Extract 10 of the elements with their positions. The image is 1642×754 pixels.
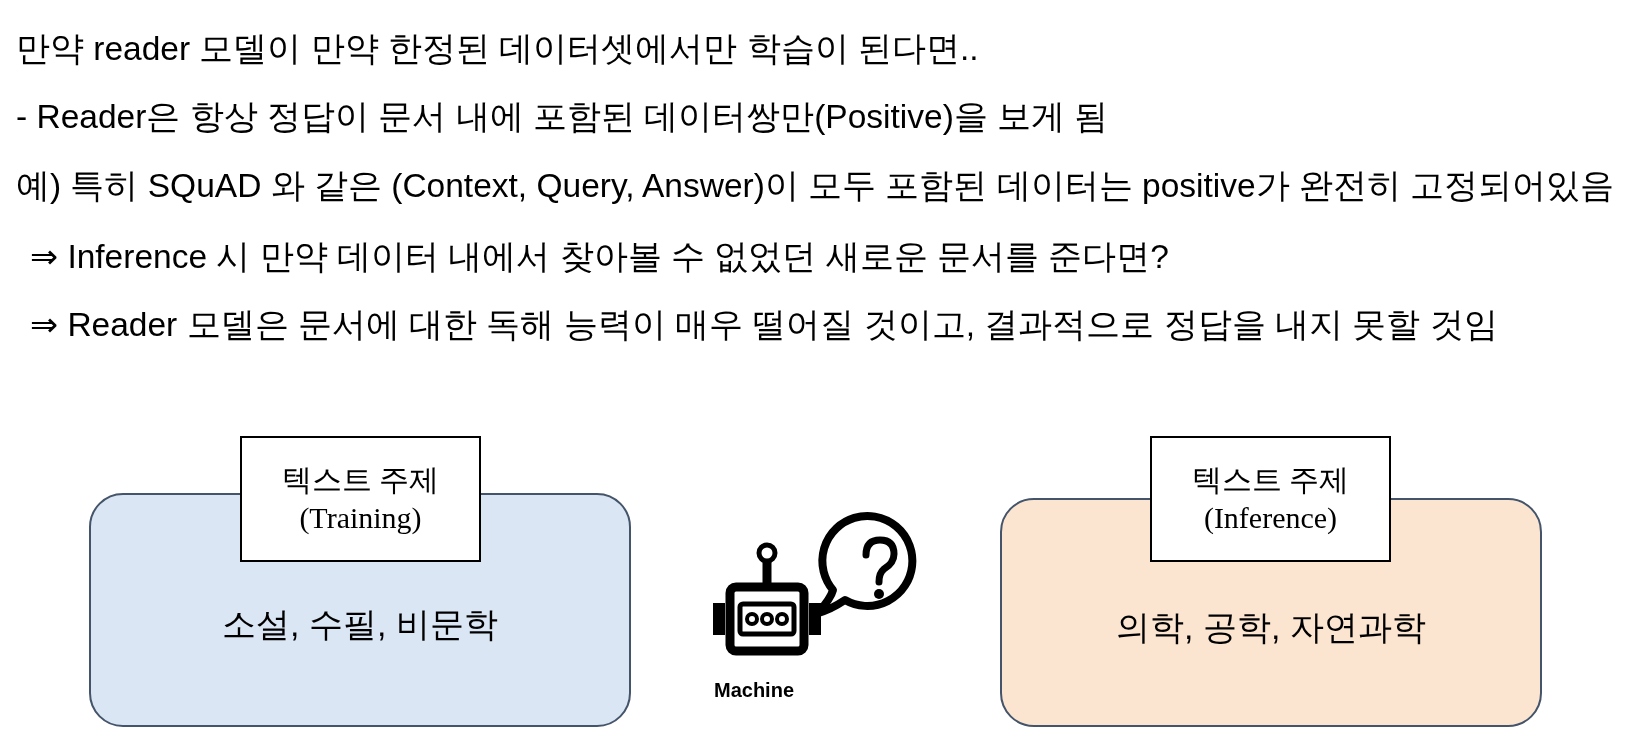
text-line: ⇒ Inference 시 만약 데이터 내에서 찾아볼 수 없었던 새로운 문서를 준다면? [30,239,1169,275]
icon-caption: Machine [714,679,795,702]
title-box: 텍스트 주제 (Training) [240,436,481,562]
topic-text: 소설, 수필, 비문학 [222,604,498,645]
topic-text: 의학, 공학, 자연과학 [1116,606,1426,648]
title-box: 텍스트 주제 (Inference) [1150,436,1391,562]
text-line: 만약 reader 모델이 만약 한정된 데이터셋에서만 학습이 된다면.. [16,31,979,67]
text-line: ⇒ Reader 모델은 문서에 대한 독해 능력이 매우 떨어질 것이고, 결과적으로 정답을 내지 못할 것임 [30,307,1498,343]
text-line: - Reader은 항상 정답이 문서 내에 포함된 데이터쌍만(Positive)을 보게 됨 [16,99,1109,135]
text-line: 예) 특히 SQuAD 와 같은 (Context, Query, Answer)이 모두 포함된 데이터는 positive가 완전히 고정되어있음 [16,168,1615,204]
